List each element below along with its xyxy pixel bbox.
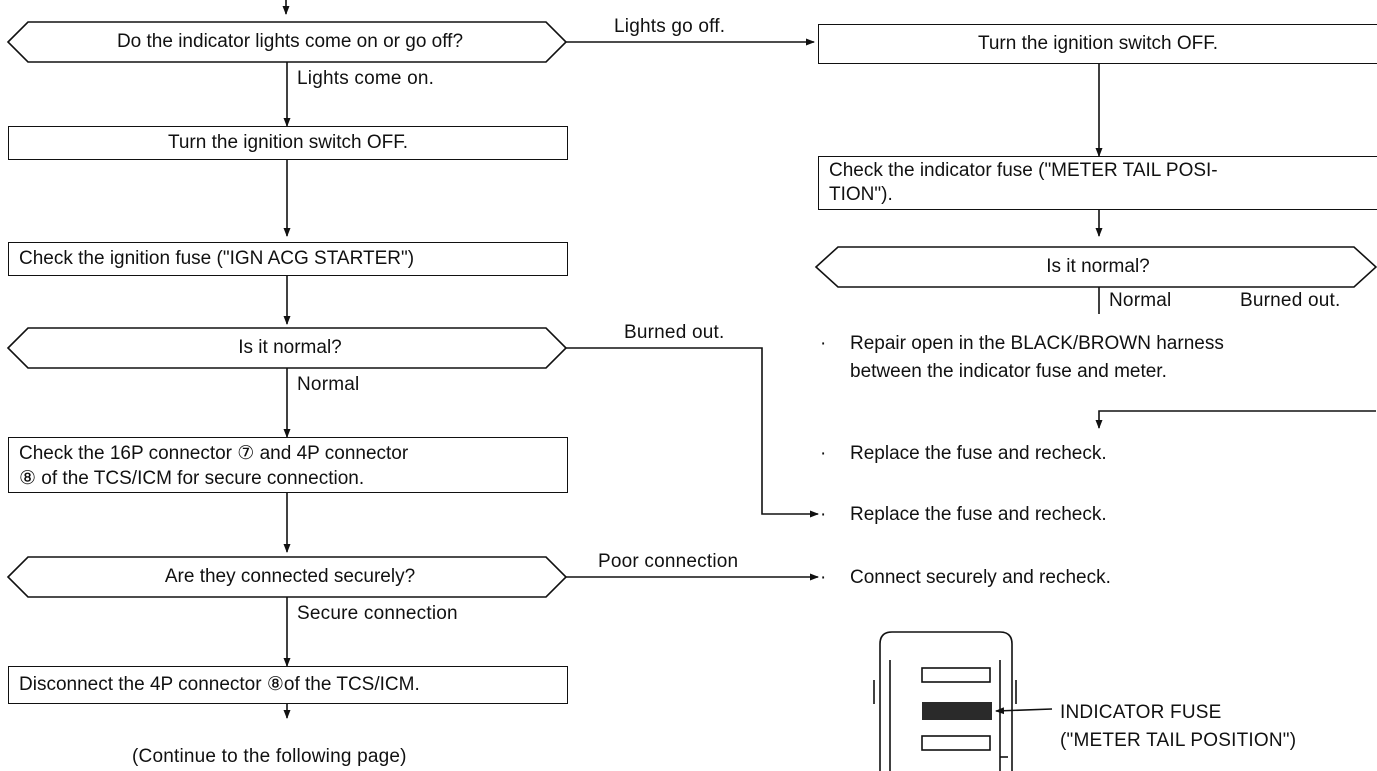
fuse-box-drawing: [873, 631, 1053, 771]
step-repair-open-line-2: between the indicator fuse and meter.: [850, 361, 1167, 382]
burned-out-label-left: Burned out.: [624, 322, 725, 343]
bullet-dot: ·: [820, 567, 827, 588]
step-replace-fuse-2: · Replace the fuse and recheck.: [820, 501, 1376, 529]
box-check-connectors-line-2: ⑧ of the TCS/ICM for secure connection.: [19, 468, 365, 489]
bullet-dot: ·: [820, 504, 827, 525]
decision-lights-label: Do the indicator lights come on or go of…: [116, 31, 464, 52]
arrow-right-burned-out: [1095, 410, 1376, 429]
secure-connection-label: Secure connection: [297, 603, 458, 624]
box-disconnect-text: Disconnect the 4P connector ⑧of the TCS/…: [19, 674, 420, 695]
box-check-indicator-fuse: Check the indicator fuse ("METER TAIL PO…: [818, 156, 1377, 210]
bullet-dot: ·: [820, 443, 827, 464]
arrow-burned-out-left: [566, 347, 819, 518]
step-connect-securely: · Connect securely and recheck.: [820, 564, 1376, 592]
box-check-connectors: Check the 16P connector ⑦ and 4P connect…: [8, 437, 568, 493]
indicator-fuse-label: INDICATOR FUSE: [1060, 702, 1222, 723]
normal-label-left: Normal: [297, 374, 360, 395]
indicator-fuse-sublabel: ("METER TAIL POSITION"): [1060, 730, 1297, 751]
box-right-turn-ignition-off: Turn the ignition switch OFF.: [818, 24, 1377, 64]
decision-right-normal-label: Is it normal?: [1046, 256, 1150, 277]
lights-go-off-label: Lights go off.: [614, 16, 726, 37]
step-replace-fuse-1: · Replace the fuse and recheck.: [820, 440, 1376, 468]
step-replace-fuse-1-text: Replace the fuse and recheck.: [850, 443, 1107, 464]
box-disconnect: Disconnect the 4P connector ⑧of the TCS/…: [8, 666, 568, 704]
decision-right-normal-shape: [814, 246, 1377, 288]
step-connect-securely-text: Connect securely and recheck.: [850, 567, 1111, 588]
burned-out-label-right: Burned out.: [1240, 290, 1341, 311]
box-turn-ignition-off-text: Turn the ignition switch OFF.: [167, 132, 409, 153]
lights-come-on-label: Lights come on.: [297, 68, 435, 89]
poor-connection-label: Poor connection: [598, 551, 739, 572]
bullet-dot: ·: [820, 333, 827, 354]
box-check-ignition-fuse-text: Check the ignition fuse ("IGN ACG STARTE…: [19, 248, 415, 269]
box-check-connectors-line-1: Check the 16P connector ⑦ and 4P connect…: [19, 443, 409, 464]
box-check-indicator-fuse-line-2: TION").: [829, 184, 893, 205]
normal-label-right: Normal: [1109, 290, 1172, 311]
indicator-fuse-mark: [922, 702, 992, 720]
decision-connected-label: Are they connected securely?: [164, 566, 416, 587]
step-repair-open-line-1: Repair open in the BLACK/BROWN harness: [850, 333, 1224, 354]
box-check-indicator-fuse-line-1: Check the indicator fuse ("METER TAIL PO…: [829, 160, 1218, 181]
box-check-ignition-fuse: Check the ignition fuse ("IGN ACG STARTE…: [8, 242, 568, 276]
step-replace-fuse-2-text: Replace the fuse and recheck.: [850, 504, 1107, 525]
box-right-turn-ignition-off-text: Turn the ignition switch OFF.: [977, 33, 1219, 54]
box-turn-ignition-off: Turn the ignition switch OFF.: [8, 126, 568, 160]
continue-label: (Continue to the following page): [132, 746, 407, 767]
step-repair-open: · Repair open in the BLACK/BROWN harness…: [820, 330, 1376, 390]
decision-normal-label: Is it normal?: [238, 337, 342, 358]
